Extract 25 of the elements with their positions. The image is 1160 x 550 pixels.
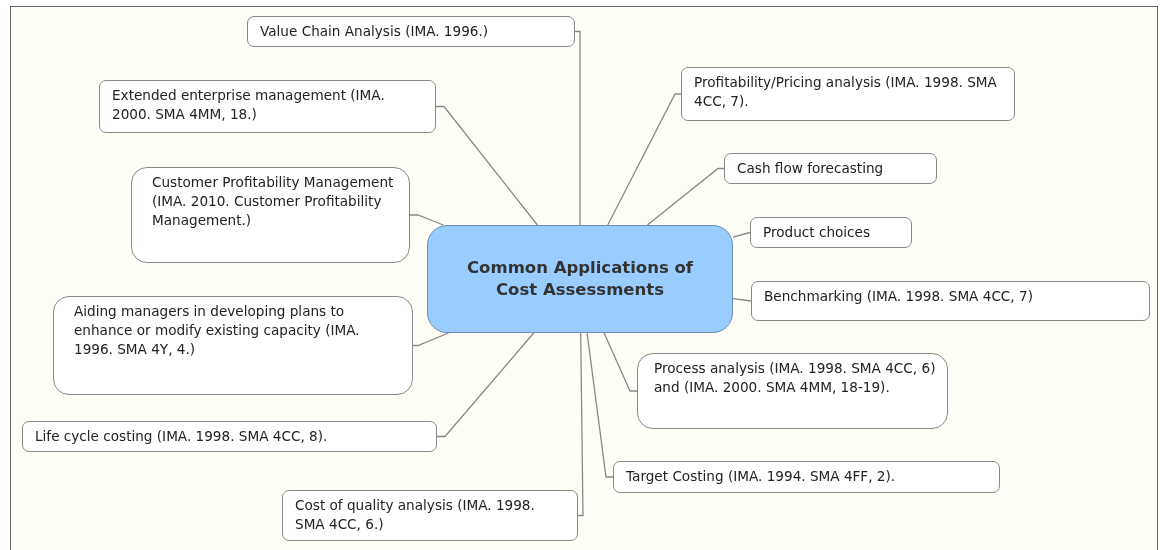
connector-line [435, 105, 539, 226]
connector-line [646, 167, 725, 226]
topic-box: Extended enterprise management (IMA. 2000. SMA 4MM, 18.) [99, 80, 436, 133]
central-topic-box: Common Applications of Cost Assessments [427, 225, 733, 333]
topic-box: Product choices [750, 217, 912, 248]
connector-line [574, 30, 581, 226]
topic-box: Target Costing (IMA. 1994. SMA 4FF, 2). [613, 461, 1000, 493]
connector-line [409, 214, 444, 226]
connector-line [607, 93, 682, 226]
connector-line [412, 332, 450, 347]
connector-line [732, 298, 752, 302]
connector-line [732, 231, 751, 238]
topic-box: Life cycle costing (IMA. 1998. SMA 4CC, 8). [22, 421, 437, 452]
topic-box: Value Chain Analysis (IMA. 1996.) [247, 16, 575, 47]
topic-box: Customer Profitability Management (IMA. 2010. Customer Profitability Management.) [131, 167, 410, 263]
connector-line [436, 332, 535, 438]
connector-line [577, 332, 584, 517]
topic-box: Benchmarking (IMA. 1998. SMA 4CC, 7) [751, 281, 1150, 321]
connector-line [586, 332, 614, 478]
topic-box: Aiding managers in developing plans to enhance or modify existing capacity (IMA. 1996. SMA 4Y, 4.) [53, 296, 413, 395]
topic-box: Process analysis (IMA. 1998. SMA 4CC, 6) and (IMA. 2000. SMA 4MM, 18-19). [637, 353, 948, 429]
topic-box: Cash flow forecasting [724, 153, 937, 184]
topic-box: Cost of quality analysis (IMA. 1998. SMA 4CC, 6.) [282, 490, 578, 541]
connector-line [603, 332, 638, 392]
topic-box: Profitability/Pricing analysis (IMA. 1998. SMA 4CC, 7). [681, 67, 1015, 121]
